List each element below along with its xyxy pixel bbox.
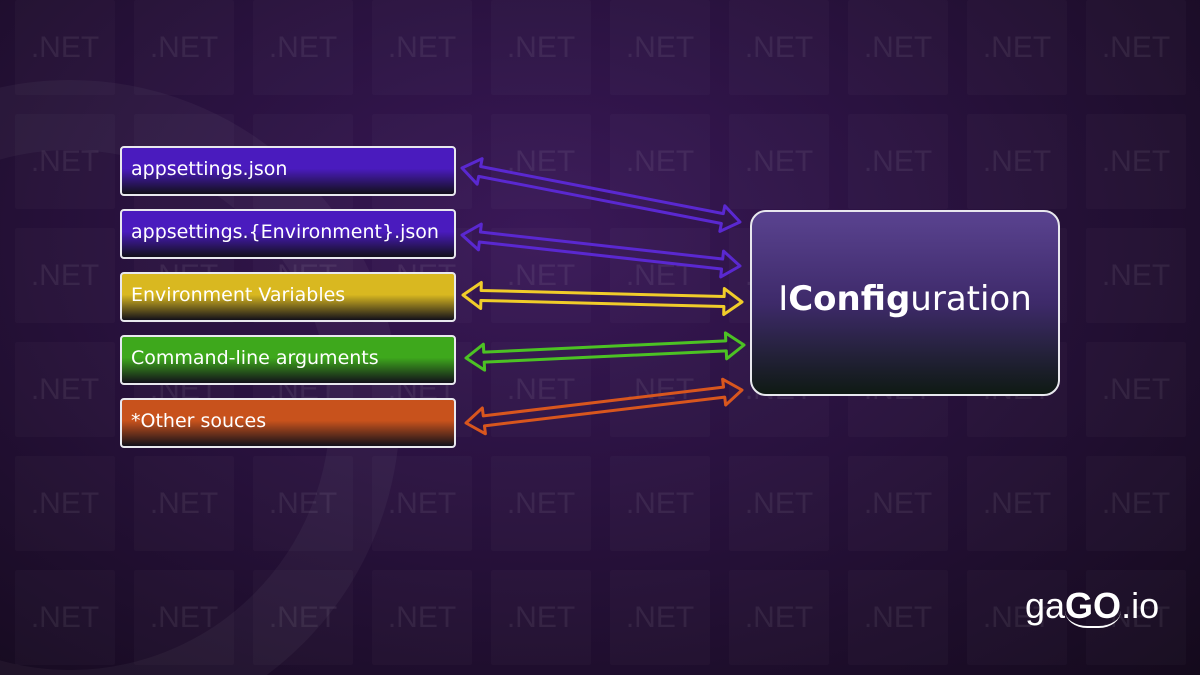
source-box: Command-line arguments <box>120 335 456 385</box>
net-tile: .NET <box>1086 228 1186 323</box>
net-tile: .NET <box>491 570 591 665</box>
net-tile: .NET <box>372 456 472 551</box>
double-arrow <box>464 377 744 436</box>
source-label: appsettings.json <box>131 158 288 180</box>
net-tile: .NET <box>1086 342 1186 437</box>
source-label: Command-line arguments <box>131 347 379 369</box>
net-tile: .NET <box>848 456 948 551</box>
net-tile: .NET <box>967 456 1067 551</box>
net-tile: .NET <box>372 0 472 95</box>
net-tile: .NET <box>967 114 1067 209</box>
source-box: Environment Variables <box>120 272 456 322</box>
net-tile: .NET <box>15 342 115 437</box>
net-tile: .NET <box>610 570 710 665</box>
source-label: Environment Variables <box>131 284 346 306</box>
gago-logo: gaGO.io <box>1025 585 1160 628</box>
net-tile: .NET <box>729 570 829 665</box>
source-label: appsettings.{Environment}.json <box>131 221 439 243</box>
net-tile: .NET <box>1086 456 1186 551</box>
double-arrow <box>464 331 746 372</box>
double-arrow <box>460 222 742 279</box>
net-tile: .NET <box>134 0 234 95</box>
net-tile: .NET <box>15 228 115 323</box>
net-tile: .NET <box>134 570 234 665</box>
net-tile: .NET <box>253 456 353 551</box>
iconfiguration-label: IConfiguration <box>778 279 1032 319</box>
net-tile: .NET <box>491 456 591 551</box>
net-tile: .NET <box>253 0 353 95</box>
source-label: *Other souces <box>131 410 267 432</box>
net-tile: .NET <box>1086 570 1186 665</box>
net-tile: .NET <box>848 0 948 95</box>
net-tile: .NET <box>372 570 472 665</box>
net-tile: .NET <box>134 456 234 551</box>
net-tile: .NET <box>729 0 829 95</box>
net-tile: .NET <box>729 114 829 209</box>
net-tile: .NET <box>253 570 353 665</box>
net-tile: .NET <box>15 0 115 95</box>
net-tile: .NET <box>15 456 115 551</box>
net-tile: .NET <box>491 342 591 437</box>
net-tile: .NET <box>610 114 710 209</box>
net-tile: .NET <box>491 228 591 323</box>
net-tile: .NET <box>610 0 710 95</box>
net-tile: .NET <box>491 0 591 95</box>
net-tile: .NET <box>967 570 1067 665</box>
double-arrow <box>461 280 744 317</box>
source-box: *Other souces <box>120 398 456 448</box>
net-tile: .NET <box>1086 0 1186 95</box>
double-arrow <box>460 157 742 233</box>
source-box: appsettings.{Environment}.json <box>120 209 456 259</box>
net-tile: .NET <box>848 570 948 665</box>
net-tile: .NET <box>1086 114 1186 209</box>
source-box: appsettings.json <box>120 146 456 196</box>
net-tile: .NET <box>15 570 115 665</box>
iconfiguration-box: IConfiguration <box>750 210 1060 396</box>
net-tile: .NET <box>848 114 948 209</box>
net-tile: .NET <box>729 456 829 551</box>
net-tile: .NET <box>491 114 591 209</box>
net-tile: .NET <box>610 456 710 551</box>
net-tile: .NET <box>610 342 710 437</box>
net-tile: .NET <box>967 0 1067 95</box>
net-tile: .NET <box>15 114 115 209</box>
